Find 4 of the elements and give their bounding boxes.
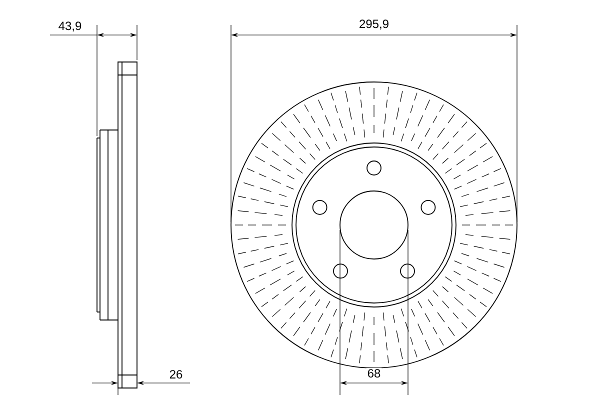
dimension-text: 43,9 (58, 22, 82, 32)
dimension-text: 295,9 (360, 20, 388, 30)
dimension-text: 26 (170, 370, 182, 379)
dimension-text: 68 (366, 368, 382, 379)
